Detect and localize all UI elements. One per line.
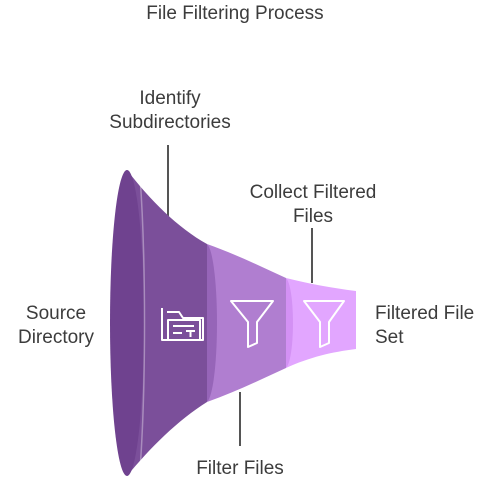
subdirectories-label: Identify Subdirectories xyxy=(100,87,240,135)
output-label-line1: Filtered File xyxy=(375,303,475,324)
output-label: Filtered File Set xyxy=(375,302,474,350)
page-title: File Filtering Process xyxy=(146,3,324,24)
funnel-icon xyxy=(303,300,345,348)
subdirectories-label-line1: Identify xyxy=(139,88,201,109)
filter-segment xyxy=(207,244,286,402)
collect-label-line1: Collect Filtered xyxy=(249,182,377,203)
folder-document-icon xyxy=(161,308,204,341)
output-label-line2: Set xyxy=(375,327,404,348)
source-segment-rim xyxy=(139,175,146,471)
source-segment-front xyxy=(110,170,144,476)
source-label-line2: Directory xyxy=(17,327,94,348)
funnel-icon xyxy=(230,300,274,348)
filter-label: Filter Files xyxy=(196,458,284,479)
subdirectories-label-line2: Subdirectories xyxy=(109,112,231,133)
collect-label: Collect Filtered Files xyxy=(232,181,394,229)
source-label-line1: Source xyxy=(25,303,87,324)
collect-label-line2: Files xyxy=(292,206,334,227)
source-label: Source Directory xyxy=(4,302,108,350)
